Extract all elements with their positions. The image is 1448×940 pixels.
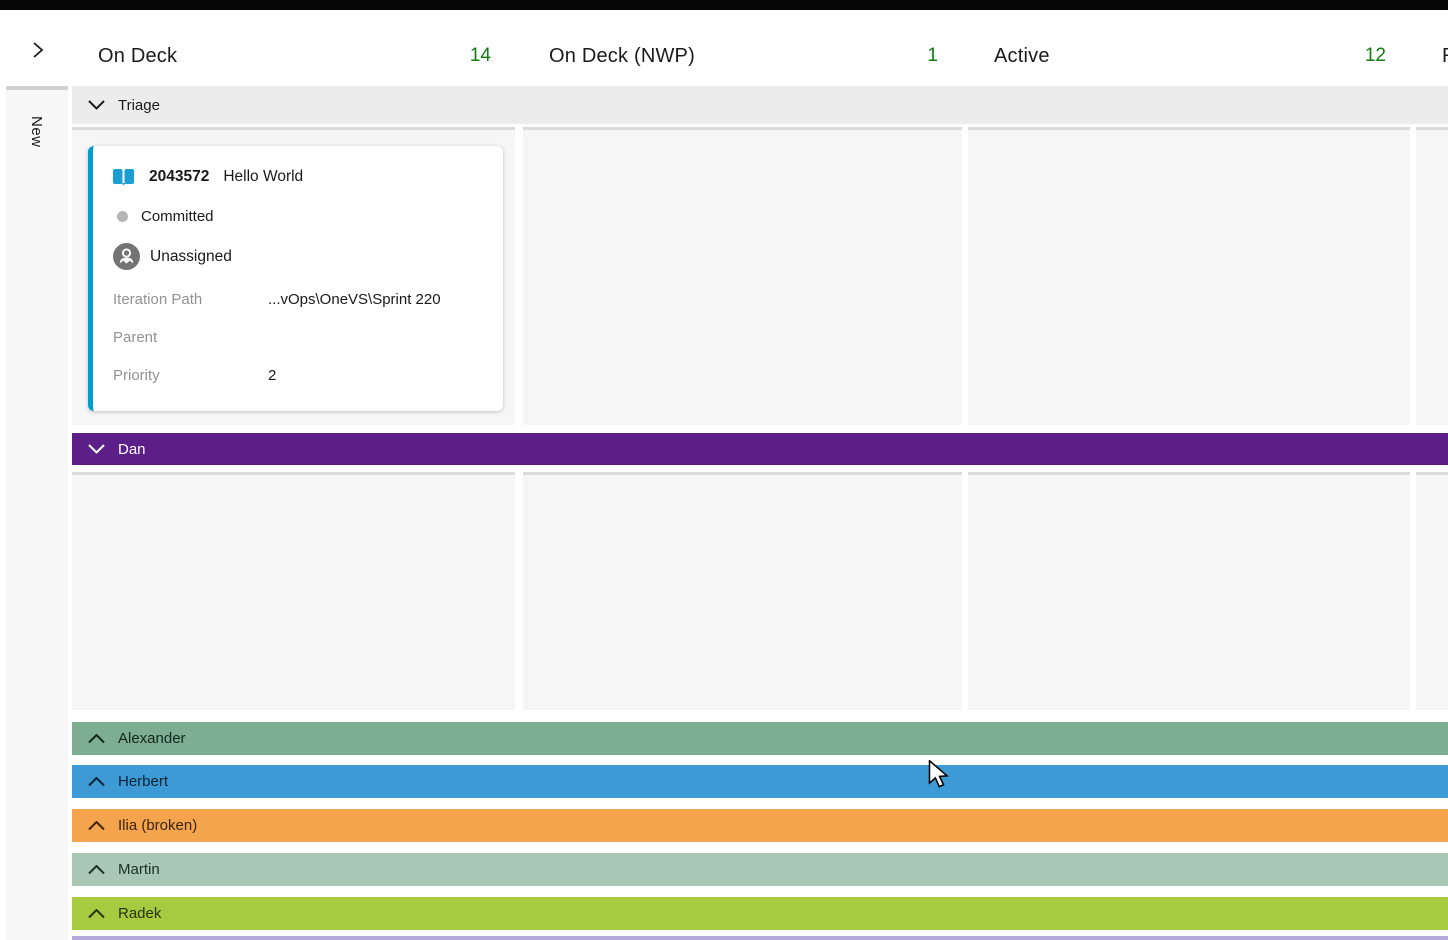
column-header-active: Active 12 bbox=[968, 38, 1410, 74]
unassigned-avatar-icon[interactable] bbox=[113, 243, 140, 270]
column-count: 1 bbox=[927, 45, 938, 66]
swimlane-header-triage[interactable]: Triage bbox=[72, 86, 1448, 124]
swimlane-label: Dan bbox=[118, 440, 146, 458]
board-cell-triage-active[interactable] bbox=[968, 127, 1410, 425]
field-value-iteration-path: ...vOps\OneVS\Sprint 220 bbox=[268, 291, 441, 308]
expand-column-button[interactable] bbox=[27, 40, 49, 62]
swimlane-header-herbert[interactable]: Herbert bbox=[72, 765, 1448, 798]
assigned-to[interactable]: Unassigned bbox=[150, 247, 232, 265]
backlog-item-icon bbox=[113, 168, 134, 185]
chevron-up-icon[interactable] bbox=[88, 820, 105, 831]
swimlane-label: Alexander bbox=[118, 730, 186, 747]
work-item-title[interactable]: Hello World bbox=[223, 168, 304, 185]
field-label-parent: Parent bbox=[113, 329, 158, 346]
column-count: 12 bbox=[1364, 45, 1386, 66]
swimlane-label: Herbert bbox=[118, 773, 169, 790]
swimlane-label: Radek bbox=[118, 905, 162, 922]
collapsed-column-label: New bbox=[28, 116, 45, 148]
column-title: R bbox=[1416, 45, 1448, 68]
swimlane-header-radek[interactable]: Radek bbox=[72, 897, 1448, 930]
column-header-partial: R bbox=[1416, 38, 1448, 74]
chevron-up-icon[interactable] bbox=[88, 733, 105, 744]
field-label-priority: Priority bbox=[113, 367, 160, 384]
field-label-iteration-path: Iteration Path bbox=[113, 291, 203, 308]
column-count: 14 bbox=[469, 45, 491, 66]
chevron-up-icon[interactable] bbox=[88, 776, 105, 787]
collapsed-column-new[interactable]: New bbox=[6, 86, 68, 940]
chevron-down-icon[interactable] bbox=[88, 100, 105, 110]
board-cell-dan-partial[interactable] bbox=[1416, 472, 1448, 710]
swimlane-header-martin[interactable]: Martin bbox=[72, 853, 1448, 886]
column-title: Active bbox=[994, 44, 1050, 67]
column-header-on-deck-nwp: On Deck (NWP) 1 bbox=[523, 38, 962, 74]
state-dot-icon bbox=[117, 211, 128, 222]
column-title: On Deck (NWP) bbox=[549, 44, 695, 67]
column-title: On Deck bbox=[98, 44, 178, 67]
chevron-up-icon[interactable] bbox=[88, 908, 105, 919]
board-cell-dan-active[interactable] bbox=[968, 472, 1410, 710]
field-value-priority: 2 bbox=[268, 367, 277, 384]
board-cell-dan-on-deck-nwp[interactable] bbox=[523, 472, 962, 710]
chevron-right-icon bbox=[33, 41, 44, 58]
swimlane-header-partial[interactable] bbox=[72, 936, 1448, 940]
chevron-down-icon[interactable] bbox=[88, 444, 105, 454]
swimlane-label: Martin bbox=[118, 861, 160, 878]
work-item-state: Committed bbox=[141, 208, 214, 225]
swimlane-header-alexander[interactable]: Alexander bbox=[72, 722, 1448, 755]
swimlane-label: Ilia (broken) bbox=[118, 817, 198, 834]
board-cell-dan-on-deck[interactable] bbox=[72, 472, 515, 710]
board-cell-triage-on-deck-nwp[interactable] bbox=[523, 127, 962, 425]
chevron-up-icon[interactable] bbox=[88, 864, 105, 875]
swimlane-header-ilia[interactable]: Ilia (broken) bbox=[72, 809, 1448, 842]
column-header-on-deck: On Deck 14 bbox=[72, 38, 515, 74]
swimlane-header-dan[interactable]: Dan bbox=[72, 433, 1448, 465]
board-cell-triage-partial[interactable] bbox=[1416, 127, 1448, 425]
top-black-bar bbox=[0, 0, 1448, 10]
work-item-id[interactable]: 2043572 bbox=[149, 168, 210, 185]
work-item-card[interactable]: 2043572 Hello World Committed Unassigned… bbox=[88, 146, 503, 411]
swimlane-label: Triage bbox=[118, 96, 160, 114]
